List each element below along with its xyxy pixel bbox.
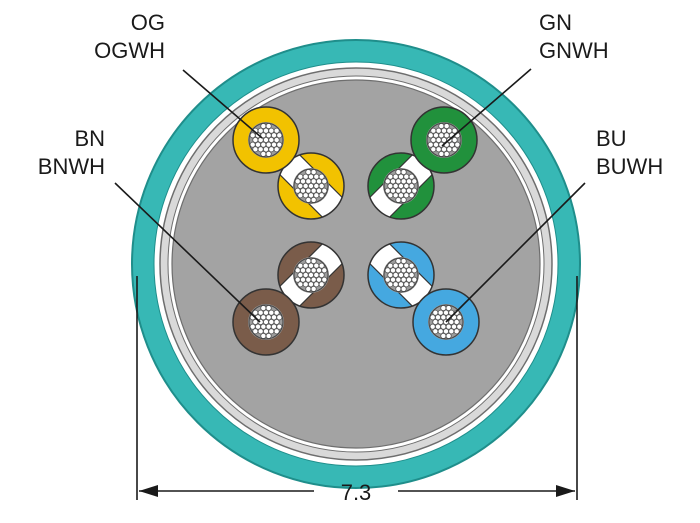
leader-bn bbox=[114, 182, 261, 323]
conductor-brown-solid bbox=[232, 288, 300, 356]
dimension-arrow-right bbox=[556, 485, 575, 497]
label-gnwh: GNWH bbox=[539, 38, 609, 63]
strands-orange bbox=[248, 122, 284, 158]
conductor-orange-white-striped bbox=[277, 152, 345, 220]
label-gn: GN bbox=[539, 10, 572, 35]
conductor-orange-solid bbox=[232, 106, 300, 174]
conductor-blue-white-striped bbox=[367, 241, 435, 309]
filler-core bbox=[171, 79, 541, 449]
conductor-brown-white-striped bbox=[277, 241, 345, 309]
leader-gn bbox=[441, 68, 532, 147]
diameter-dimension: 7.3 bbox=[136, 276, 578, 505]
label-og: OG bbox=[131, 10, 165, 35]
leader-bu bbox=[445, 182, 586, 323]
leader-lines bbox=[114, 68, 586, 323]
label-bnwh: BNWH bbox=[38, 154, 105, 179]
pair-labels: OG OGWH GN GNWH BN BNWH BU BUWH bbox=[38, 10, 663, 179]
strands-orange-white bbox=[293, 168, 329, 204]
pair-green bbox=[367, 106, 478, 220]
label-ogwh: OGWH bbox=[94, 38, 165, 63]
strands-green bbox=[426, 122, 462, 158]
strands-blue-white bbox=[383, 257, 419, 293]
strands-brown-white bbox=[293, 257, 329, 293]
strands-blue bbox=[428, 304, 464, 340]
label-bu: BU bbox=[596, 126, 627, 151]
label-bn: BN bbox=[74, 126, 105, 151]
strands-brown bbox=[248, 304, 284, 340]
dimension-value: 7.3 bbox=[341, 480, 372, 505]
label-buwh: BUWH bbox=[596, 154, 663, 179]
wire-pairs bbox=[232, 106, 480, 356]
leader-og bbox=[182, 69, 263, 139]
strands-green-white bbox=[383, 168, 419, 204]
pair-brown bbox=[232, 241, 345, 356]
conductor-green-white-striped bbox=[367, 152, 435, 220]
dimension-arrow-left bbox=[139, 485, 158, 497]
conductor-green-solid bbox=[410, 106, 478, 174]
pair-orange bbox=[232, 106, 345, 220]
